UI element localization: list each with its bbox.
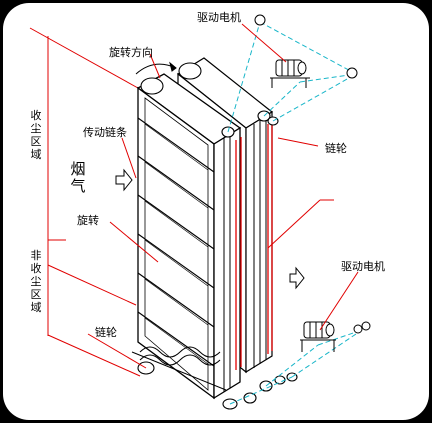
label-rotation-direction: 旋转方向	[109, 46, 153, 59]
label-sprocket-bottom: 链轮	[95, 326, 117, 339]
plate-dividers	[137, 117, 215, 367]
diagram-frame: 驱动电机 旋转方向 传动链条 链轮 烟气 旋转 驱动电机 链轮 收尘区域 非收尘…	[3, 3, 429, 420]
label-sprocket-right: 链轮	[325, 142, 347, 155]
leader-lines	[87, 23, 359, 369]
bottom-motor	[300, 321, 371, 352]
label-drive-motor-bottom: 驱动电机	[341, 260, 385, 273]
bottom-rollers	[137, 361, 298, 410]
label-drive-motor-top: 驱动电机	[197, 11, 241, 24]
flow-arrows	[115, 168, 305, 290]
spiral-brush	[131, 346, 227, 391]
label-flue-gas: 烟气	[70, 160, 86, 195]
zone-brackets	[29, 27, 141, 377]
label-drive-chain: 传动链条	[83, 126, 127, 139]
rotation-arrow	[135, 61, 177, 75]
dash-lines-top	[227, 21, 357, 133]
side-rails	[223, 116, 267, 392]
label-rotation: 旋转	[77, 214, 99, 227]
label-collection-zone: 收尘区域	[30, 109, 42, 161]
drive-chains	[235, 121, 273, 370]
label-non-collection-zone: 非收尘区域	[30, 249, 42, 314]
dash-lines-bottom	[229, 329, 363, 405]
device-drawing	[29, 14, 371, 410]
top-motor	[254, 14, 358, 88]
front-panel	[136, 73, 242, 400]
